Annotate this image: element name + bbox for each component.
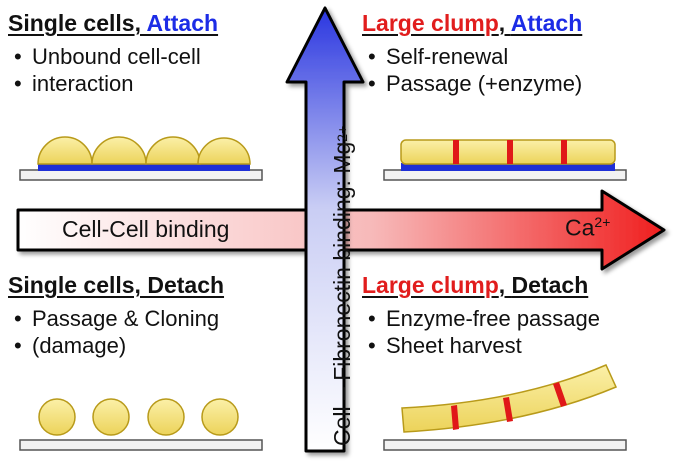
calcium-ion-label: Ca2+ bbox=[565, 214, 610, 242]
cell-cell-binding-label: Cell-Cell binding bbox=[62, 216, 230, 242]
title-attach: Attach bbox=[146, 10, 219, 36]
cell bbox=[147, 398, 185, 436]
bullet-item: Sheet harvest bbox=[362, 332, 600, 359]
bullet-item: Self-renewal bbox=[362, 43, 582, 70]
title-large-clump: Large clump bbox=[362, 272, 499, 298]
junction bbox=[503, 397, 513, 422]
cell bbox=[92, 398, 130, 436]
junction bbox=[453, 140, 459, 164]
magnesium-charge: 2+ bbox=[334, 125, 350, 142]
bullet-list: Enzyme-free passage Sheet harvest bbox=[362, 305, 600, 359]
title-attach: Attach bbox=[510, 10, 583, 36]
bullet-item: Passage & Cloning bbox=[8, 305, 224, 332]
title-separator: , bbox=[498, 10, 511, 36]
substrate-plate bbox=[383, 169, 627, 181]
single-cells-attached-illustration bbox=[19, 136, 263, 181]
quadrant-title: Single cells, Attach bbox=[8, 10, 218, 37]
large-clump-detached-illustration bbox=[383, 364, 627, 451]
quadrant-large-clump-attach: Large clump, Attach Self-renewal Passage… bbox=[362, 10, 582, 97]
junction bbox=[553, 382, 567, 407]
quadrant-single-cells-attach: Single cells, Attach Unbound cell-cell i… bbox=[8, 10, 218, 97]
bullet-item: Passage (+enzyme) bbox=[362, 70, 582, 97]
cell bbox=[38, 398, 76, 436]
cell bbox=[37, 136, 93, 165]
bullet-list: Passage & Cloning (damage) bbox=[8, 305, 224, 359]
quadrant-title: Large clump, Attach bbox=[362, 10, 582, 37]
single-cells-detached-illustration bbox=[19, 398, 263, 451]
fibronectin-label-text: Cell – Fibronectin binding: Mg bbox=[328, 141, 355, 446]
substrate-plate bbox=[19, 439, 263, 451]
cell bbox=[145, 136, 201, 165]
junction bbox=[507, 140, 513, 164]
bullet-continuation: (damage) bbox=[8, 332, 224, 359]
cell bbox=[197, 137, 251, 165]
quadrant-single-cells-detach: Single cells, Detach Passage & Cloning (… bbox=[8, 272, 224, 359]
bullet-item: Unbound cell-cell bbox=[8, 43, 218, 70]
junction bbox=[561, 140, 567, 164]
calcium-charge: 2+ bbox=[594, 214, 611, 230]
title-single-cells-detach: Single cells, Detach bbox=[8, 272, 225, 298]
title-large-clump: Large clump bbox=[362, 10, 499, 36]
adhesion-layer bbox=[38, 164, 250, 171]
bullet-list: Self-renewal Passage (+enzyme) bbox=[362, 43, 582, 97]
bullet-continuation: interaction bbox=[8, 70, 218, 97]
calcium-symbol: Ca bbox=[565, 214, 595, 241]
bullet-item: Enzyme-free passage bbox=[362, 305, 600, 332]
title-detach: Detach bbox=[511, 272, 589, 298]
title-separator: , bbox=[498, 272, 512, 298]
quadrant-title: Single cells, Detach bbox=[8, 272, 224, 299]
title-separator: , bbox=[134, 10, 147, 36]
quadrant-large-clump-detach: Large clump, Detach Enzyme-free passage … bbox=[362, 272, 600, 359]
bullet-list: Unbound cell-cell interaction bbox=[8, 43, 218, 97]
cell bbox=[201, 398, 239, 436]
adhesion-layer bbox=[401, 163, 615, 171]
title-single-cells: Single cells bbox=[8, 10, 135, 36]
substrate-plate bbox=[383, 439, 627, 451]
substrate-plate bbox=[19, 169, 263, 181]
junction bbox=[451, 405, 459, 430]
fibronectin-binding-arrow bbox=[285, 6, 365, 453]
cell bbox=[91, 136, 147, 165]
quadrant-title: Large clump, Detach bbox=[362, 272, 600, 299]
large-clump-attached-illustration bbox=[383, 139, 627, 181]
